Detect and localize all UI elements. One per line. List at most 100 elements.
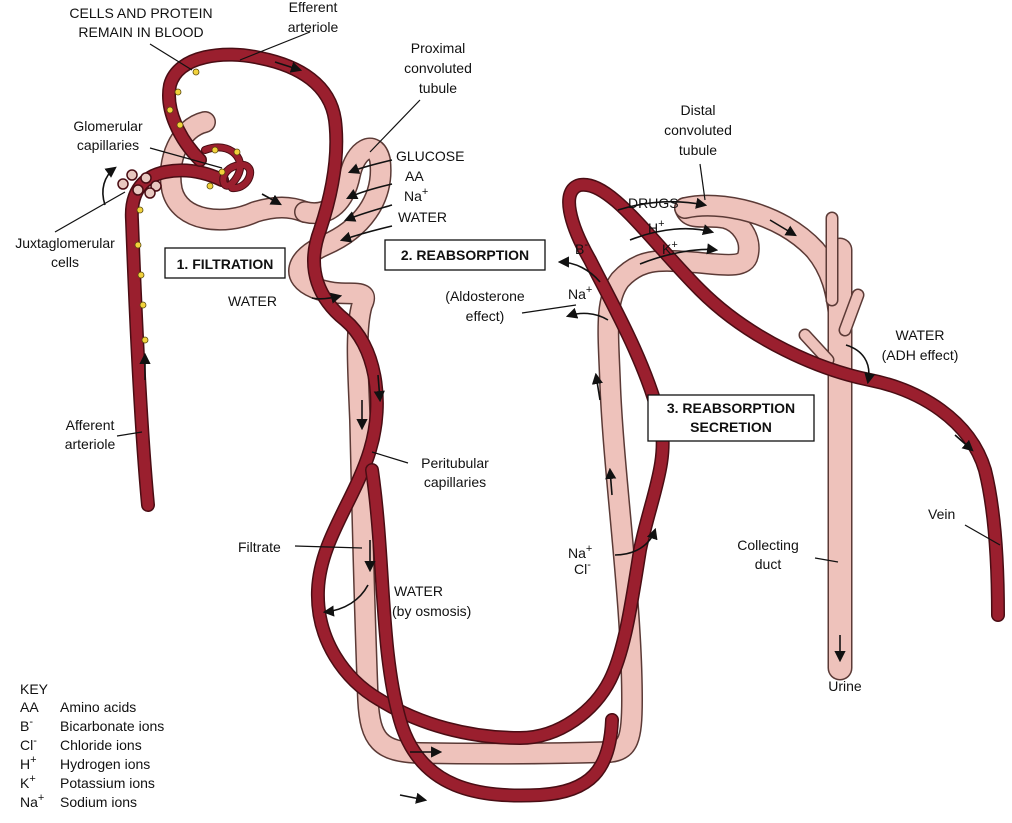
key-desc: Chloride ions xyxy=(60,737,142,753)
leader-efferent xyxy=(239,31,311,61)
arrow-water-left xyxy=(311,292,343,304)
dot xyxy=(134,241,142,249)
arrow-asc-limb xyxy=(605,467,617,496)
label-distal-1: Distal xyxy=(680,102,715,118)
label-na-ald: Na+ xyxy=(568,284,592,302)
leader-lines xyxy=(54,31,1001,563)
reabsorption-box xyxy=(384,239,546,271)
label-h-sup: + xyxy=(658,218,664,230)
label-cells-protein-2: REMAIN IN BLOOD xyxy=(78,24,203,40)
arrow-juxta xyxy=(102,166,117,206)
label-water-osmosis-1: WATER xyxy=(394,583,443,599)
label-na-top: Na+ xyxy=(404,186,428,204)
arrow-h-plus xyxy=(629,224,715,241)
leader-glomerular xyxy=(149,147,223,169)
label-glomerular-1: Glomerular xyxy=(73,118,143,134)
label-cl-loop-text: Cl xyxy=(574,561,587,577)
dot xyxy=(166,106,174,114)
arrow-water-adh xyxy=(845,344,876,385)
label-filtrate: Filtrate xyxy=(238,539,281,555)
efferent-peritubular-outline xyxy=(162,47,1005,745)
label-proximal-1: Proximal xyxy=(411,40,465,56)
label-reab-secr-1: 3. REABSORPTION xyxy=(667,400,795,416)
afferent-arteriole xyxy=(126,164,228,511)
protein-dots xyxy=(134,68,241,344)
label-b-sup: - xyxy=(584,239,588,251)
dot xyxy=(211,146,219,154)
label-juxta-1: Juxtaglomerular xyxy=(15,235,115,251)
dot xyxy=(141,336,149,344)
key-desc: Amino acids xyxy=(60,699,136,715)
juxta-cell xyxy=(140,172,152,184)
label-water-adh-2: (ADH effect) xyxy=(882,347,959,363)
arrow-vein xyxy=(954,434,974,452)
label-b-text: B xyxy=(575,241,584,257)
label-aldosterone-2: effect) xyxy=(466,308,505,324)
key-desc: Potassium ions xyxy=(60,775,155,791)
label-reab-secr-2: SECRETION xyxy=(690,419,772,435)
bowmans-capsule-fill xyxy=(161,112,315,230)
leader-cells-protein xyxy=(149,43,193,71)
blood-vessels xyxy=(124,47,1005,803)
arrow-loop-vessel xyxy=(591,372,603,401)
dot xyxy=(206,182,214,190)
dot xyxy=(233,148,241,156)
leader-juxta xyxy=(54,191,126,233)
arrow-bottom-vessel xyxy=(399,792,428,804)
key-abbr: K+ xyxy=(20,773,36,791)
label-k-text: K xyxy=(662,241,672,257)
dot xyxy=(139,301,147,309)
label-water-adh-1: WATER xyxy=(896,327,945,343)
label-distal-2: convoluted xyxy=(664,122,732,138)
label-juxta-2: cells xyxy=(51,254,79,270)
juxta-cell xyxy=(117,178,129,190)
label-water-prox: WATER xyxy=(398,209,447,225)
label-aldosterone-1: (Aldosterone xyxy=(445,288,525,304)
key-abbr: Cl- xyxy=(20,735,37,753)
arrow-na-cl xyxy=(614,527,658,556)
label-b-minus: B- xyxy=(575,239,588,257)
label-h-text: H xyxy=(648,220,658,236)
dot xyxy=(218,168,226,176)
label-afferent-2: arteriole xyxy=(65,436,116,452)
label-distal-3: tubule xyxy=(679,142,717,158)
dot xyxy=(137,271,145,279)
arrow-b-minus xyxy=(557,256,601,283)
juxta-cell xyxy=(132,184,144,196)
dot xyxy=(136,206,144,214)
arrow-peritubular xyxy=(373,374,385,403)
dot xyxy=(176,121,184,129)
label-na-ald-text: Na xyxy=(568,286,586,302)
duct-branch-2 xyxy=(840,290,863,335)
flow-arrows xyxy=(102,61,974,804)
label-k-plus: K+ xyxy=(662,239,678,257)
arrow-k-plus xyxy=(639,243,719,265)
leader-filtrate xyxy=(294,545,363,549)
label-cells-protein-1: CELLS AND PROTEIN xyxy=(69,5,212,21)
arrow-water-osmosis xyxy=(322,584,369,617)
label-afferent-1: Afferent xyxy=(66,417,115,433)
label-proximal-3: tubule xyxy=(419,80,457,96)
label-proximal-2: convoluted xyxy=(404,60,472,76)
label-cl-loop: Cl- xyxy=(574,559,591,577)
label-na-loop-sup: + xyxy=(586,543,592,555)
arrow-efferent xyxy=(274,61,303,73)
leader-afferent xyxy=(116,431,143,437)
label-na-loop-text: Na xyxy=(568,545,586,561)
juxtaglomerular-cells xyxy=(117,169,162,199)
label-aa: AA xyxy=(405,168,424,184)
leader-collecting xyxy=(814,557,839,563)
label-reabsorption: 2. REABSORPTION xyxy=(401,247,529,263)
arrow-glucose xyxy=(347,159,393,174)
key-title: KEY xyxy=(20,681,49,697)
arrow-drugs xyxy=(617,197,708,211)
label-glomerular-2: capillaries xyxy=(77,137,139,153)
key-desc: Sodium ions xyxy=(60,794,137,810)
label-vein: Vein xyxy=(928,506,955,522)
label-peritubular-2: capillaries xyxy=(424,474,486,490)
key-abbr: AA xyxy=(20,699,39,715)
label-water-osmosis-2: (by osmosis) xyxy=(392,603,471,619)
